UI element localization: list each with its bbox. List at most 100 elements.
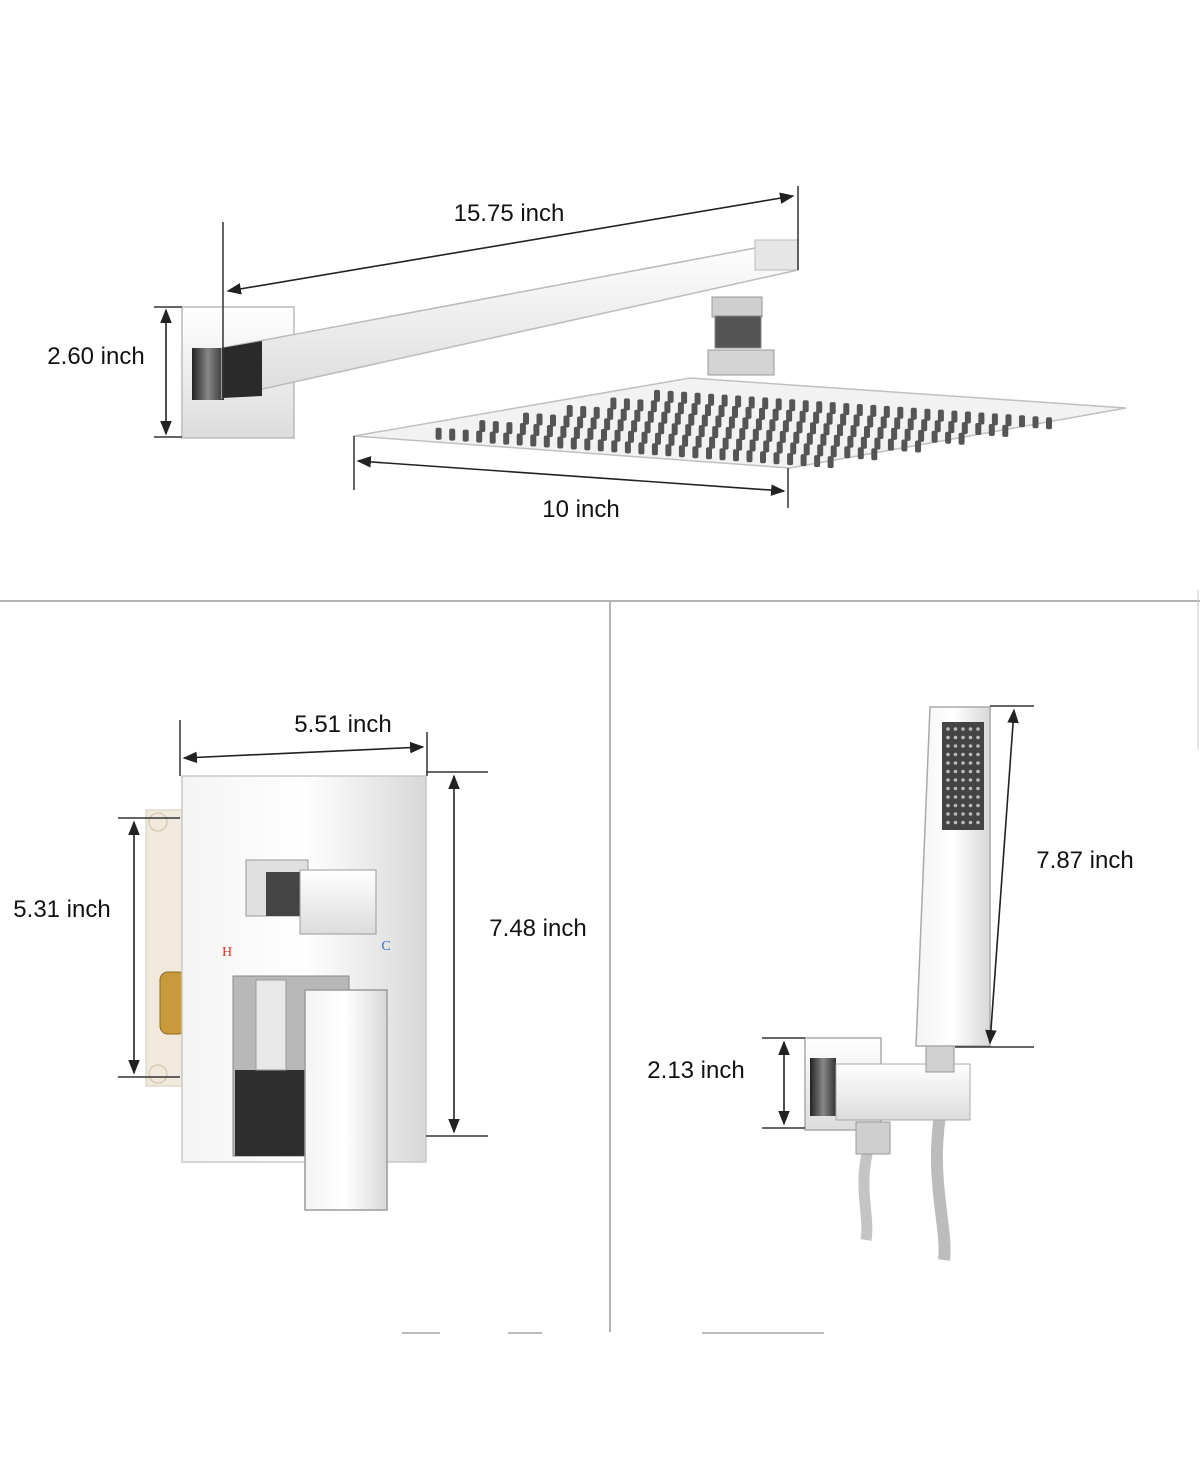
spray-nozzle (968, 735, 973, 740)
spray-nozzle (953, 752, 958, 757)
nozzle-grid (435, 389, 1052, 469)
nozzle (665, 444, 672, 457)
nozzle (749, 439, 756, 452)
spray-nozzle (961, 786, 965, 791)
nozzle (877, 427, 884, 439)
nozzle (1032, 416, 1039, 429)
mount-tab-top (148, 812, 168, 832)
spray-nozzle (953, 735, 958, 740)
trim-height-dimension: 7.48 inch (426, 771, 587, 1137)
spray-nozzle (976, 812, 980, 816)
box-height-label: 5.31 inch (13, 896, 110, 923)
nozzle (918, 429, 925, 442)
nozzle (931, 430, 938, 443)
nozzle (650, 400, 657, 413)
spray-nozzle (968, 761, 973, 765)
nozzle (506, 422, 513, 435)
spray-nozzle (946, 727, 950, 731)
nozzle (796, 421, 803, 434)
nozzle (705, 404, 711, 417)
nozzle (853, 414, 860, 427)
hose-connector (855, 1121, 891, 1155)
holder-plate-shadow (810, 1058, 836, 1116)
spray-nozzle (953, 820, 958, 825)
nozzle (748, 396, 755, 409)
nozzle (573, 426, 580, 439)
nozzle (763, 440, 770, 453)
nozzle (814, 455, 821, 468)
nozzle (489, 431, 496, 444)
spray-nozzle (976, 752, 980, 757)
spray-nozzle (976, 769, 980, 774)
lever-handle[interactable] (304, 989, 388, 1211)
nozzle (691, 403, 698, 416)
diverter-stem (266, 872, 306, 916)
spray-nozzle (953, 812, 958, 816)
nozzle (654, 389, 660, 402)
nozzle (817, 444, 824, 457)
spray-nozzle (968, 752, 973, 757)
nozzle (516, 433, 523, 446)
nozzle (593, 406, 600, 419)
mount-tab-bottom (148, 1064, 168, 1084)
nozzle (706, 447, 712, 460)
nozzle (887, 438, 894, 451)
nozzle (867, 415, 874, 428)
spray-nozzle (976, 786, 980, 791)
spray-nozzle (953, 803, 958, 808)
nozzle (856, 404, 863, 416)
nozzle (550, 414, 556, 427)
nozzle (775, 398, 782, 411)
nozzle (523, 412, 529, 425)
nozzle (806, 432, 813, 445)
nozzle (736, 438, 743, 451)
head-width-label: 10 inch (542, 496, 619, 523)
spray-nozzles (946, 727, 980, 825)
diverter-knob[interactable] (299, 869, 377, 935)
nozzle (701, 414, 708, 427)
nozzle (678, 445, 685, 458)
nozzle (883, 405, 890, 418)
nozzle (904, 428, 911, 441)
nozzle (735, 395, 742, 408)
hot-mark: H (222, 945, 232, 960)
nozzle (799, 410, 806, 423)
nozzle (479, 420, 486, 433)
trim-width-dimension: 5.51 inch (179, 711, 428, 776)
nozzle (975, 423, 982, 435)
nozzle (667, 390, 674, 403)
nozzle (762, 397, 769, 410)
nozzle (620, 408, 627, 421)
nozzle (698, 425, 705, 438)
nozzle (829, 402, 836, 415)
wall-plate-height-label: 2.60 inch (47, 343, 144, 370)
handle-length-dimension: 7.87 inch (955, 705, 1134, 1048)
nozzle (718, 405, 725, 417)
nozzle (779, 430, 786, 443)
nozzle (587, 427, 594, 440)
nozzle (1005, 414, 1012, 427)
nozzle (945, 431, 952, 444)
nozzle (580, 406, 587, 418)
nozzle (601, 428, 607, 441)
nozzle (674, 412, 681, 425)
nozzle (951, 410, 958, 423)
nozzle (584, 438, 591, 451)
spray-nozzle (961, 769, 965, 774)
nozzle (435, 427, 442, 440)
nozzle (533, 424, 540, 436)
nozzle (671, 423, 678, 436)
nozzle (864, 426, 870, 438)
nozzle (695, 435, 702, 448)
spray-nozzle (968, 727, 973, 731)
spray-nozzle (976, 803, 980, 808)
nozzle (907, 418, 914, 431)
nozzle (870, 404, 877, 417)
nozzle (715, 415, 722, 428)
spray-nozzle (953, 778, 958, 782)
spray-nozzle (976, 778, 980, 782)
nozzle (847, 435, 854, 448)
arm-length-dimension: 15.75 inch (222, 186, 799, 400)
spray-nozzle (961, 820, 965, 825)
nozzle (937, 409, 944, 422)
